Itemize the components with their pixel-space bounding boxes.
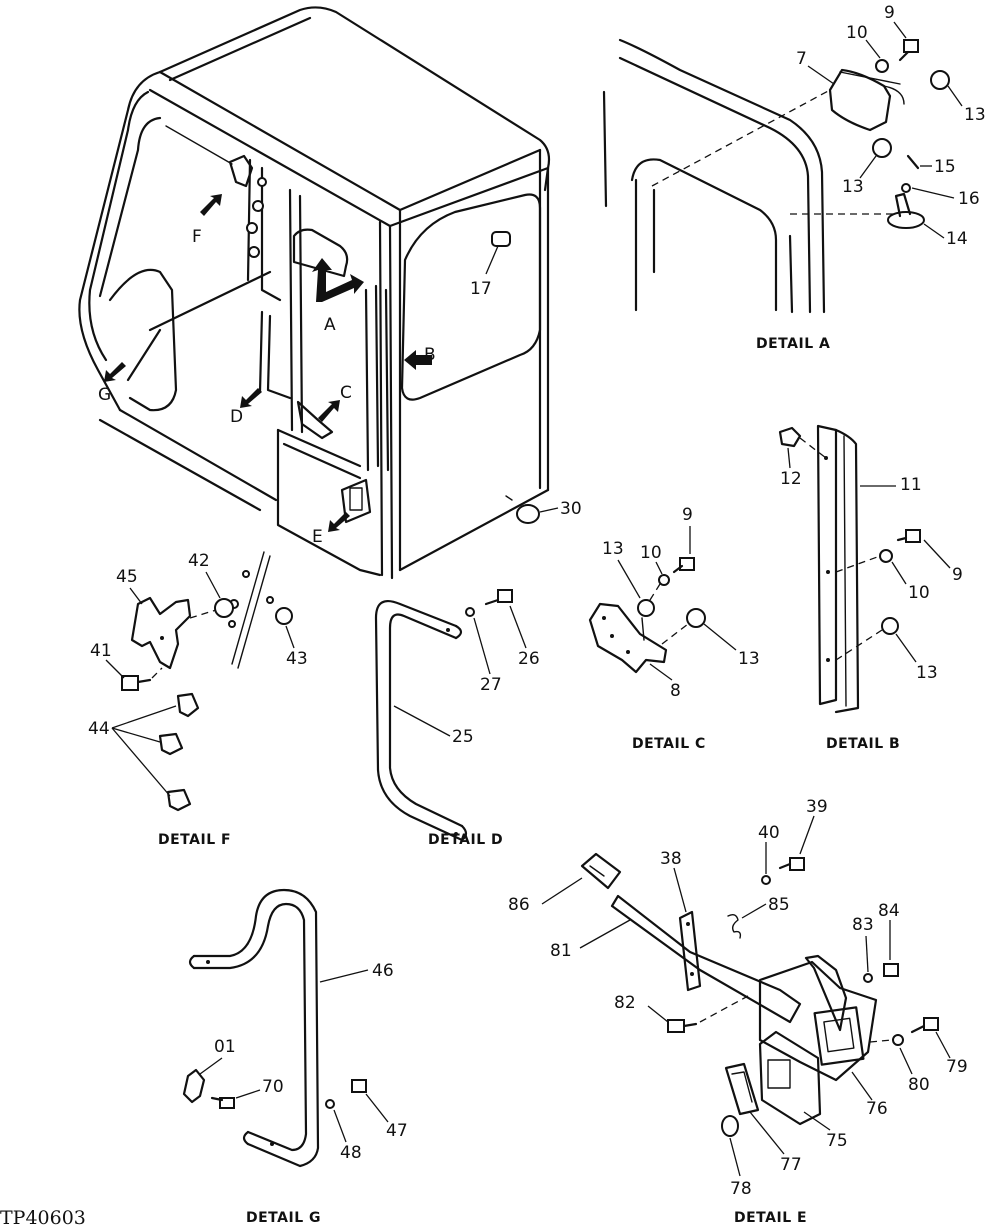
detail-a-labels: 9 10 7 13 13 15 16 14 DETAIL A bbox=[756, 3, 986, 352]
part-number-82: 82 bbox=[614, 993, 636, 1013]
arrow-icon bbox=[404, 350, 432, 370]
detail-c bbox=[588, 557, 706, 674]
callout-letter-e: E bbox=[312, 527, 323, 547]
arrow-icon bbox=[104, 362, 126, 382]
part-number-79: 79 bbox=[946, 1057, 968, 1077]
part-number-10: 10 bbox=[908, 583, 930, 603]
part-number-11: 11 bbox=[900, 475, 922, 495]
part-number-01: 01 bbox=[214, 1037, 236, 1057]
part-number-43: 43 bbox=[286, 649, 308, 669]
part-number-13: 13 bbox=[964, 105, 986, 125]
part-number-84: 84 bbox=[878, 901, 900, 921]
part-number-12: 12 bbox=[780, 469, 802, 489]
detail-g bbox=[182, 888, 367, 1168]
part-number-85: 85 bbox=[768, 895, 790, 915]
detail-d bbox=[374, 589, 513, 842]
detail-e bbox=[580, 852, 939, 1137]
part-number-38: 38 bbox=[660, 849, 682, 869]
arrow-icon bbox=[240, 388, 262, 408]
detail-e-caption: DETAIL E bbox=[734, 1210, 807, 1226]
detail-a bbox=[602, 38, 950, 314]
callout-letter-b: B bbox=[424, 345, 436, 365]
part-number-41: 41 bbox=[90, 641, 112, 661]
detail-f-labels: 45 42 41 43 44 DETAIL F bbox=[88, 551, 308, 848]
detail-b bbox=[778, 424, 921, 714]
part-number-45: 45 bbox=[116, 567, 138, 587]
detail-g-labels: 46 01 70 47 48 DETAIL G bbox=[199, 961, 408, 1226]
part-number-10: 10 bbox=[640, 543, 662, 563]
part-number-70: 70 bbox=[262, 1077, 284, 1097]
callout-letter-f: F bbox=[192, 227, 202, 247]
detail-a-caption: DETAIL A bbox=[756, 336, 830, 352]
part-number-8: 8 bbox=[670, 681, 681, 701]
part-number-86: 86 bbox=[508, 895, 530, 915]
part-number-39: 39 bbox=[806, 797, 828, 817]
callout-letter-d: D bbox=[230, 407, 243, 427]
drawing-reference: TP40603 bbox=[0, 1207, 86, 1226]
part-number-83: 83 bbox=[852, 915, 874, 935]
cab-body bbox=[78, 6, 551, 580]
arrow-icon bbox=[318, 400, 340, 422]
detail-b-caption: DETAIL B bbox=[826, 736, 900, 752]
part-number-9: 9 bbox=[682, 505, 693, 525]
detail-c-labels: 10 9 13 13 8 DETAIL C bbox=[602, 505, 760, 752]
part-number-13: 13 bbox=[738, 649, 760, 669]
part-number-17: 17 bbox=[470, 279, 492, 299]
arrow-icon bbox=[200, 194, 222, 216]
part-number-13: 13 bbox=[602, 539, 624, 559]
part-number-9: 9 bbox=[952, 565, 963, 585]
detail-d-caption: DETAIL D bbox=[428, 832, 503, 848]
part-number-76: 76 bbox=[866, 1099, 888, 1119]
part-number-9: 9 bbox=[884, 3, 895, 23]
part-number-42: 42 bbox=[188, 551, 210, 571]
part-number-25: 25 bbox=[452, 727, 474, 747]
part-number-78: 78 bbox=[730, 1179, 752, 1199]
part-number-46: 46 bbox=[372, 961, 394, 981]
arrow-icon bbox=[328, 512, 350, 532]
part-number-7: 7 bbox=[796, 49, 807, 69]
detail-f bbox=[121, 551, 293, 812]
part-number-77: 77 bbox=[780, 1155, 802, 1175]
part-number-40: 40 bbox=[758, 823, 780, 843]
part-number-13: 13 bbox=[916, 663, 938, 683]
callout-letter-g: G bbox=[98, 385, 111, 405]
callout-arrows bbox=[104, 194, 432, 532]
part-number-13: 13 bbox=[842, 177, 864, 197]
part-number-15: 15 bbox=[934, 157, 956, 177]
part-number-75: 75 bbox=[826, 1131, 848, 1151]
part-number-80: 80 bbox=[908, 1075, 930, 1095]
detail-b-labels: 12 11 9 10 13 DETAIL B bbox=[780, 447, 963, 752]
part-number-26: 26 bbox=[518, 649, 540, 669]
detail-e-labels: 39 40 38 85 86 81 83 84 82 79 80 76 75 7… bbox=[508, 797, 968, 1226]
part-number-47: 47 bbox=[386, 1121, 408, 1141]
part-number-14: 14 bbox=[946, 229, 968, 249]
part-number-16: 16 bbox=[958, 189, 980, 209]
part-number-48: 48 bbox=[340, 1143, 362, 1163]
callout-letter-c: C bbox=[340, 383, 352, 403]
part-number-44: 44 bbox=[88, 719, 110, 739]
detail-d-labels: 26 27 25 DETAIL D bbox=[393, 605, 540, 848]
detail-c-caption: DETAIL C bbox=[632, 736, 706, 752]
detail-f-caption: DETAIL F bbox=[158, 832, 231, 848]
callout-letter-a: A bbox=[324, 315, 336, 335]
detail-g-caption: DETAIL G bbox=[246, 1210, 321, 1226]
arrow-icon bbox=[312, 258, 364, 302]
part-number-27: 27 bbox=[480, 675, 502, 695]
part-number-30: 30 bbox=[560, 499, 582, 519]
part-number-10: 10 bbox=[846, 23, 868, 43]
part-number-81: 81 bbox=[550, 941, 572, 961]
